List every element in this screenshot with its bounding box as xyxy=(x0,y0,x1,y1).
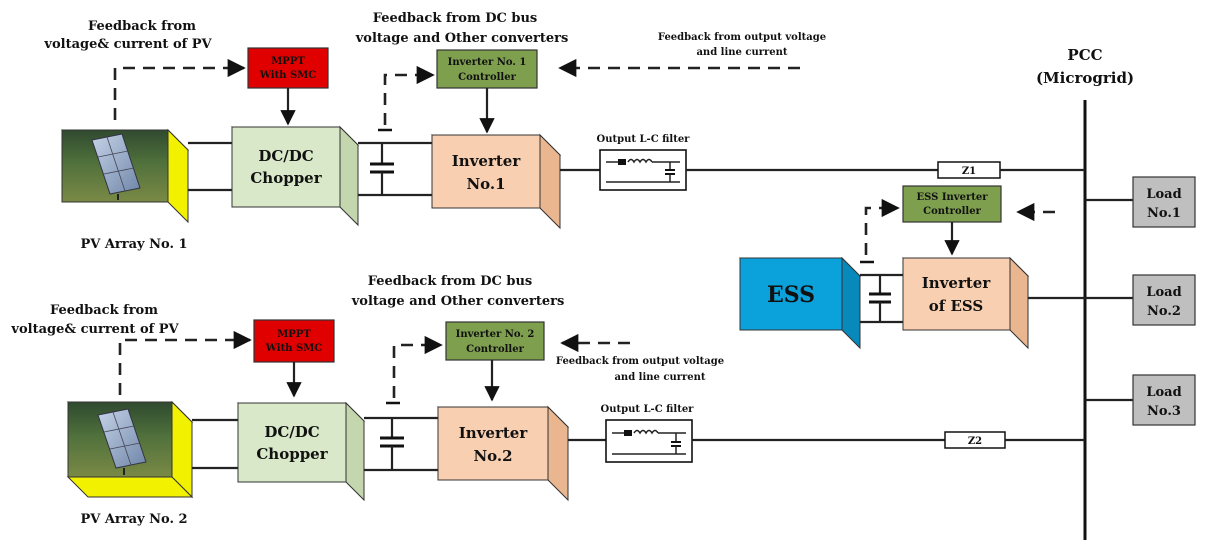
bottom-inverter-sublabel: No.2 xyxy=(473,447,512,465)
top-impedance-label: Z1 xyxy=(962,166,976,177)
load-label: Load xyxy=(1146,285,1181,300)
ess-controller-sublabel: Controller xyxy=(923,206,981,217)
top-mppt-sublabel: With SMC xyxy=(259,70,317,81)
bottom-mppt-sublabel: With SMC xyxy=(265,343,323,354)
bottom-mppt-label: MPPT xyxy=(277,329,311,340)
bottom-feedback-dc-path xyxy=(392,335,443,398)
pcc-sublabel: (Microgrid) xyxy=(1036,69,1134,87)
load-box xyxy=(1132,176,1196,228)
top-impedance: Z1 xyxy=(937,161,1001,179)
ess-controller-block: ESS Inverter Controller xyxy=(902,185,1002,223)
pcc-label: PCC xyxy=(1067,46,1102,64)
bottom-filter-label: Output L-C filter xyxy=(601,404,695,415)
top-pv-array xyxy=(60,128,190,224)
top-chopper-sublabel: Chopper xyxy=(250,169,322,187)
top-feedback-out-line2: and line current xyxy=(696,47,787,58)
top-controller-sublabel: Controller xyxy=(458,72,516,83)
bottom-capacitor-icon xyxy=(380,418,404,470)
bottom-feedback-pv-line2: voltage& current of PV xyxy=(10,322,179,337)
top-chopper-label: DC/DC xyxy=(258,147,313,165)
bottom-inverter-block: Inverter No.2 xyxy=(436,405,570,502)
ess-block: ESS xyxy=(738,256,862,350)
top-feedback-dc-path xyxy=(383,65,435,125)
top-filter-block xyxy=(599,149,687,191)
bottom-mppt-block: MPPT With SMC xyxy=(253,319,335,363)
top-inverter-block: Inverter No.1 xyxy=(430,133,562,230)
ess-inverter-sublabel: of ESS xyxy=(929,297,983,315)
bottom-controller-block: Inverter No. 2 Controller xyxy=(445,321,545,361)
top-mppt-block: MPPT With SMC xyxy=(247,47,329,89)
ess-label: ESS xyxy=(767,282,815,308)
ess-controller-label: ESS Inverter xyxy=(917,192,989,203)
top-feedback-dc-line1: Feedback from DC bus xyxy=(373,11,538,26)
bottom-feedback-out-line2: and line current xyxy=(614,372,705,383)
ess-inverter-label: Inverter xyxy=(922,274,992,292)
top-controller-label: Inverter No. 1 xyxy=(448,57,527,68)
top-inverter-sublabel: No.1 xyxy=(466,175,505,193)
top-feedback-out-line1: Feedback from output voltage xyxy=(658,32,826,43)
top-feedback-pv-line1: Feedback from xyxy=(88,19,196,34)
bottom-chopper-label: DC/DC xyxy=(264,423,319,441)
load-1: Load No.1 xyxy=(1132,176,1196,228)
top-inverter-label: Inverter xyxy=(452,152,522,170)
load-label: Load xyxy=(1146,385,1181,400)
top-chopper-block: DC/DC Chopper xyxy=(230,125,360,227)
top-mppt-label: MPPT xyxy=(271,56,305,67)
bottom-controller-label: Inverter No. 2 xyxy=(456,329,535,340)
bottom-inverter-label: Inverter xyxy=(459,424,529,442)
load-label: Load xyxy=(1146,187,1181,202)
bottom-chopper-block: DC/DC Chopper xyxy=(236,401,366,502)
bottom-feedback-dc-line2: voltage and Other converters xyxy=(351,294,565,309)
load-box xyxy=(1132,274,1196,326)
load-3: Load No.3 xyxy=(1132,374,1196,426)
bottom-impedance: Z2 xyxy=(944,431,1006,449)
top-feedback-dc-line2: voltage and Other converters xyxy=(355,31,569,46)
top-feedback-pv-line2: voltage& current of PV xyxy=(43,37,212,52)
bottom-feedback-out-line1: Feedback from output voltage xyxy=(556,356,724,367)
load-2: Load No.2 xyxy=(1132,274,1196,326)
top-pv-label: PV Array No. 1 xyxy=(80,237,187,252)
bottom-impedance-label: Z2 xyxy=(968,436,982,447)
bottom-pv-array xyxy=(66,400,194,499)
bottom-feedback-pv-path xyxy=(118,330,252,395)
top-capacitor-icon xyxy=(370,143,394,195)
bottom-controller-sublabel: Controller xyxy=(466,344,524,355)
top-feedback-pv-path xyxy=(113,58,246,120)
bottom-filter-block xyxy=(605,419,693,463)
ess-feedback-dc-path xyxy=(864,198,900,255)
load-box xyxy=(1132,374,1196,426)
bottom-feedback-dc-line1: Feedback from DC bus xyxy=(368,274,533,289)
bottom-chopper-sublabel: Chopper xyxy=(256,445,328,463)
load-number: No.2 xyxy=(1147,304,1181,319)
load-number: No.3 xyxy=(1147,404,1181,419)
top-filter-label: Output L-C filter xyxy=(597,134,691,145)
bottom-pv-label: PV Array No. 2 xyxy=(80,512,187,527)
load-number: No.1 xyxy=(1147,206,1181,221)
bottom-feedback-pv-line1: Feedback from xyxy=(50,303,158,318)
ess-capacitor-icon xyxy=(869,275,891,322)
top-controller-block: Inverter No. 1 Controller xyxy=(436,49,538,89)
ess-inverter-block: Inverter of ESS xyxy=(901,256,1030,350)
